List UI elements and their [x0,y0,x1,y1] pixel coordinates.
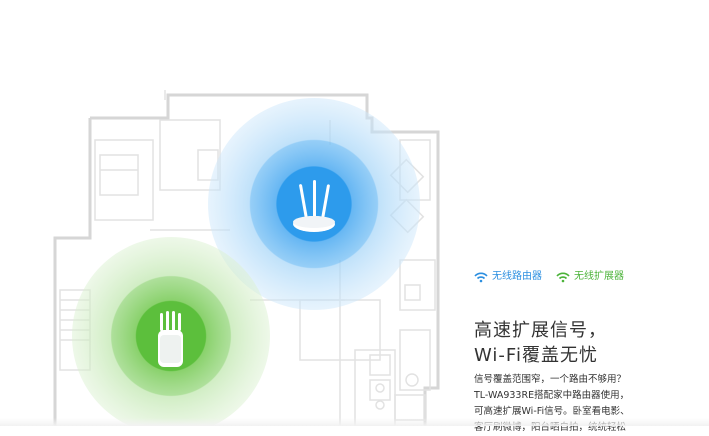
bottom-divider [0,418,709,426]
headline: 高速扩展信号， Wi-Fi覆盖无忧 [474,318,607,368]
description-line: TL-WA933RE搭配家中路由器使用， [474,390,630,401]
router-icon [293,180,335,232]
legend-extender-label: 无线扩展器 [574,271,624,282]
wifi-icon [556,271,570,282]
headline-line2: Wi-Fi覆盖无忧 [474,345,598,366]
wifi-icon [474,271,488,282]
legend-extender: 无线扩展器 [556,270,624,284]
headline-line1: 高速扩展信号， [474,320,607,341]
description-line: 可高速扩展Wi-Fi信号。卧室看电影、 [474,406,630,417]
legend-router: 无线路由器 [474,270,542,284]
floorplan-illustration [53,90,440,426]
legend-router-label: 无线路由器 [492,271,542,282]
description-line: 信号覆盖范围窄，一个路由不够用？ [474,374,627,385]
extender-icon [158,311,183,367]
legend: 无线路由器 无线扩展器 [474,270,624,284]
description: 信号覆盖范围窄，一个路由不够用？ TL-WA933RE搭配家中路由器使用， 可高… [474,372,674,436]
product-banner: 无线路由器 无线扩展器 高速扩展信号， Wi-Fi覆盖无忧 信号覆盖范围窄，一个… [0,90,709,433]
